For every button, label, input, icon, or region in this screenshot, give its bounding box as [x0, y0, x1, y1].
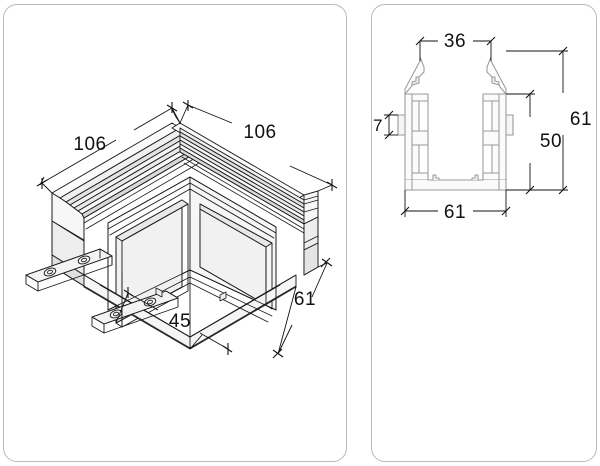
dim-label-61-width: 61 — [444, 202, 466, 223]
right-arm-outer-wall — [303, 216, 319, 276]
profile-left-channel — [404, 93, 429, 181]
cross-section-drawing: 36 7 50 — [373, 31, 592, 223]
profile-inner-cavity — [427, 93, 484, 181]
dimension-36 — [415, 36, 496, 61]
right-arm-top-cover — [171, 122, 311, 225]
dimension-61-height — [506, 46, 568, 195]
dimension-61-iso — [272, 257, 333, 359]
profile-right-channel — [482, 93, 507, 181]
dimension-61-width — [400, 190, 511, 217]
profile-left-notch — [397, 114, 406, 136]
dimension-50 — [506, 89, 535, 195]
dim-label-7: 7 — [373, 116, 383, 135]
dimension-right-106 — [179, 100, 338, 192]
isometric-drawing: 106 106 — [25, 100, 338, 359]
profile-base-plate — [404, 179, 507, 191]
dim-label-left-106: 106 — [73, 134, 106, 155]
isometric-view-panel: 106 106 — [3, 4, 347, 462]
dim-label-50: 50 — [540, 131, 562, 152]
dimension-left-106 — [36, 102, 181, 194]
left-arm-top-cover — [51, 122, 205, 219]
profile-right-barb — [491, 76, 500, 86]
dim-label-61-iso: 61 — [294, 289, 316, 310]
dim-label-36: 36 — [444, 31, 466, 52]
dim-label-right-106: 106 — [243, 122, 276, 143]
support-ribs — [107, 262, 277, 338]
right-arm-groove-lines — [179, 151, 305, 234]
dim-label-61-height: 61 — [570, 109, 592, 130]
profile-right-notch — [505, 114, 514, 136]
profile-base-hooks — [432, 174, 479, 181]
cross-section-panel: 36 7 50 — [371, 4, 597, 462]
dim-label-45: 45 — [169, 311, 191, 332]
dimension-45 — [115, 287, 233, 355]
dimension-7 — [384, 110, 398, 140]
mounting-bracket-front — [91, 290, 179, 334]
left-arm-groove-lines — [83, 147, 207, 230]
bracket-left-riser — [99, 248, 113, 266]
corner-detail-notches — [155, 287, 227, 302]
profile-left-barb — [411, 76, 420, 86]
left-arm-end-face — [51, 192, 85, 242]
